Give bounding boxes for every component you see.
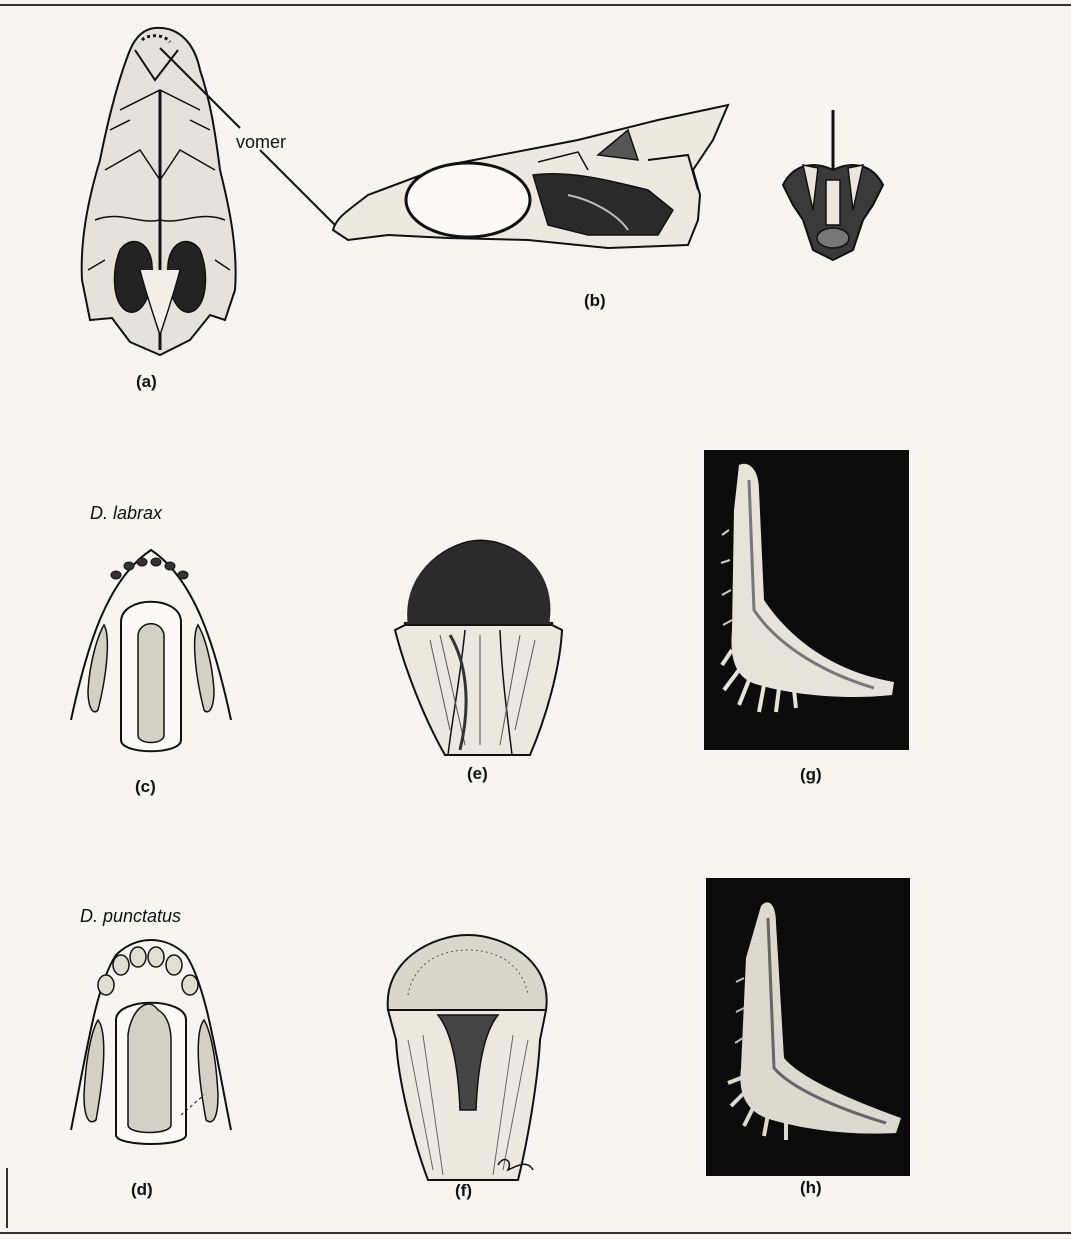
left-border-line — [6, 1168, 8, 1228]
tooth-row-punctatus — [98, 947, 198, 995]
vomer-photo-punctatus-bone — [706, 878, 910, 1176]
vomer-photo-labrax — [704, 450, 909, 750]
skull-lateral-drawing — [328, 100, 738, 250]
label-c: (c) — [135, 777, 156, 797]
top-border-line — [0, 4, 1071, 6]
species-label-labrax: D. labrax — [90, 503, 162, 524]
label-e: (e) — [467, 764, 488, 784]
label-h: (h) — [800, 1178, 822, 1198]
label-b: (b) — [584, 291, 606, 311]
vomer-photo-labrax-bone — [704, 450, 909, 750]
label-f: (f) — [455, 1181, 472, 1201]
label-g: (g) — [800, 765, 822, 785]
vomer-head-punctatus — [378, 920, 558, 1190]
label-d: (d) — [131, 1180, 153, 1200]
vomer-photo-punctatus — [706, 878, 910, 1176]
species-label-punctatus: D. punctatus — [80, 906, 181, 927]
bottom-border-line — [0, 1232, 1071, 1234]
tooth-row-labrax — [111, 558, 188, 579]
vomer-head-labrax — [390, 530, 570, 760]
vomer-outline-labrax — [66, 540, 236, 770]
vomer-outline-punctatus — [66, 935, 236, 1165]
skull-posterior-drawing — [778, 110, 888, 270]
label-a: (a) — [136, 372, 157, 392]
vomer-label: vomer — [236, 132, 286, 153]
